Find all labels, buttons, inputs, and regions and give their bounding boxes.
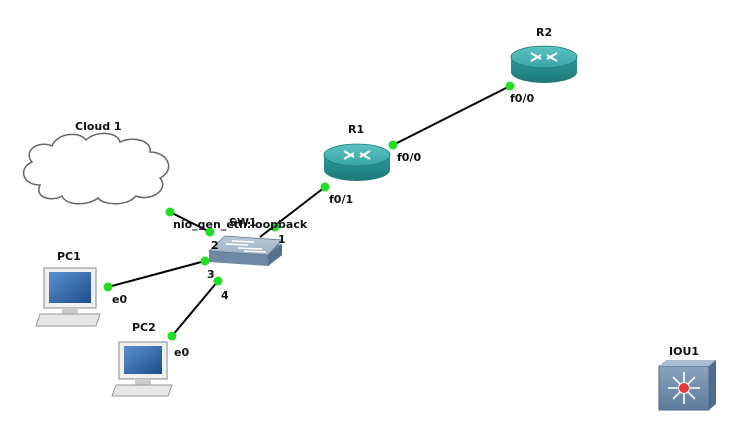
pc1-label: PC1 [57,250,81,263]
link-pc2-sw1[interactable] [171,280,219,337]
sw1-label: SW1 [229,216,257,229]
port-label-sw1-4: 4 [221,289,229,302]
pc2-label: PC2 [132,321,156,334]
router-icon [510,45,578,83]
cloud-icon [22,132,170,205]
port-label-r1-f00: f0/0 [397,151,421,164]
port-label-pc2-e0: e0 [174,346,189,359]
port-status-dot [320,182,330,192]
cloud1-label: Cloud 1 [75,120,122,133]
port-status-dot [167,331,177,341]
port-status-dot [200,256,210,266]
pc1-node[interactable]: PC1 [35,250,101,327]
sw1-node[interactable]: SW1 [208,216,283,266]
port-label-r2-f00: f0/0 [510,92,534,105]
multilayer-switch-icon [658,360,716,411]
iou1-node[interactable]: IOU1 [658,345,716,411]
computer-icon [111,341,173,397]
computer-icon [35,267,101,327]
port-label-pc1-e0: e0 [112,293,127,306]
port-status-dot [388,140,398,150]
port-status-dot [205,227,215,237]
iou1-label: IOU1 [669,345,699,358]
port-status-dot [165,207,175,217]
link-cloud1-sw1[interactable] [169,211,211,233]
port-status-dot [103,282,113,292]
link-pc1-sw1[interactable] [107,260,206,288]
pc2-node[interactable]: PC2 [111,321,173,397]
port-label-r1-f01: f0/1 [329,193,353,206]
port-status-dot [213,276,223,286]
port-status-dot [270,222,280,232]
link-r1-r2[interactable] [392,85,511,146]
r2-node[interactable]: R2 [510,26,578,83]
port-label-sw1-3: 3 [207,268,215,281]
router-icon [323,143,391,181]
switch-icon [208,235,283,266]
port-label-sw1-2: 2 [211,239,219,252]
r1-label: R1 [348,123,364,136]
port-label-cloud1-nio: nio_gen_eth:loopback [173,218,308,231]
port-label-sw1-1: 1 [278,233,286,246]
r1-node[interactable]: R1 [323,123,391,181]
port-status-dot [505,81,515,91]
r2-label: R2 [536,26,552,39]
cloud1-node[interactable]: Cloud 1 [22,120,170,205]
